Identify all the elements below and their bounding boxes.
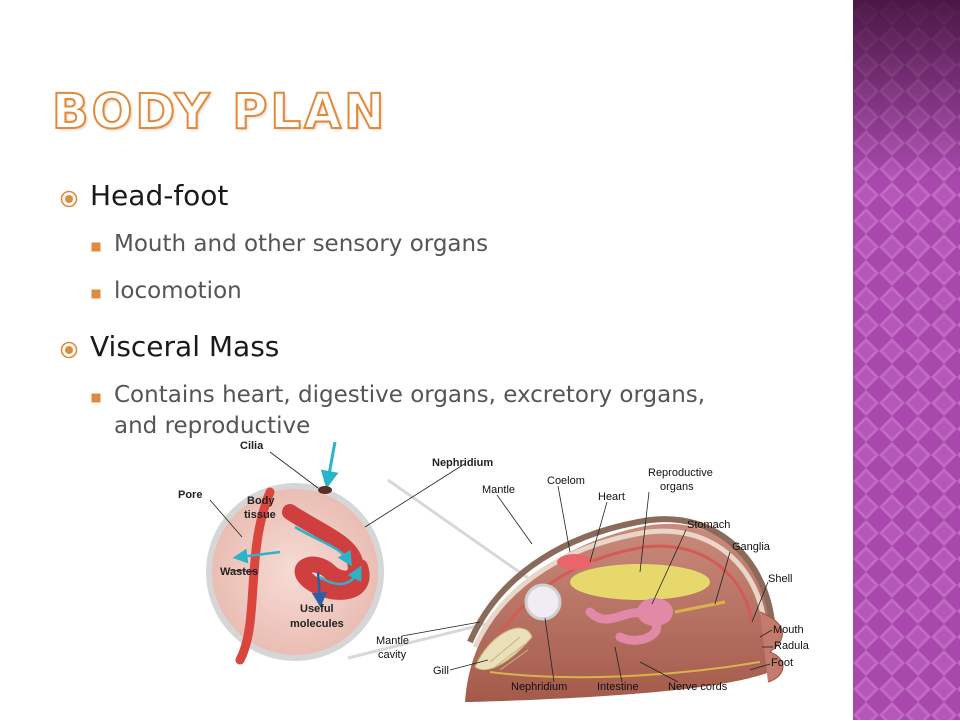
label-coelom: Coelom [547,475,585,487]
sub-bullet-item: locomotion [90,276,760,309]
label-foot: Foot [771,657,793,669]
sub-bullet-text: Mouth and other sensory organs [114,231,489,257]
label-intestine: Intestine [597,681,639,693]
mollusc-body-section [465,516,784,702]
sub-bullet-text: Contains heart, digestive organs, excret… [114,382,706,439]
label-body-tissue-line2: tissue [244,509,276,521]
label-pore: Pore [178,489,202,501]
label-gill: Gill [433,665,449,677]
circle-bullet-icon [60,176,90,219]
label-heart: Heart [598,491,625,503]
square-bullet-icon [90,380,114,413]
label-cilia: Cilia [240,440,264,452]
label-mantle: Mantle [482,484,515,496]
label-nephridium-body: Nephridium [511,681,567,693]
sub-bullet-item: Mouth and other sensory organs [90,229,760,262]
sub-bullet-item: Contains heart, digestive organs, excret… [90,380,760,442]
slide-title: Body Plan [51,84,388,140]
label-useful-line1: Useful [300,603,334,615]
label-mouth: Mouth [773,624,804,636]
label-nephridium-inset: Nephridium [432,457,493,469]
sub-bullet-text: locomotion [114,278,242,304]
nephridium-inset [206,441,384,665]
label-leader-lines [209,451,773,683]
bullet-text: Visceral Mass [90,330,280,363]
square-bullet-icon [90,229,114,262]
label-reproductive-line1: Reproductive [648,467,713,479]
label-mantle-cavity-line1: Mantle [376,635,409,647]
label-reproductive-line2: organs [660,481,694,493]
label-ganglia: Ganglia [732,541,771,553]
label-stomach: Stomach [687,519,730,531]
bullet-item: Visceral Mass [60,327,760,370]
bullet-item: Head-foot [60,176,760,219]
bullet-list: Head-foot Mouth and other sensory organs… [60,176,760,456]
label-radula: Radula [774,640,810,652]
label-wastes: Wastes [220,566,258,578]
label-body-tissue-line1: Body [247,495,275,507]
decorative-side-band [853,0,960,720]
circle-bullet-icon [60,327,90,370]
label-useful-line2: molecules [290,618,344,630]
bullet-text: Head-foot [90,179,229,212]
square-bullet-icon [90,276,114,309]
label-shell: Shell [768,573,792,585]
label-nerve-cords: Nerve cords [668,681,728,693]
label-mantle-cavity-line2: cavity [378,649,407,661]
mollusc-anatomy-diagram: Cilia Nephridium Pore Body tissue Wastes… [170,432,850,717]
